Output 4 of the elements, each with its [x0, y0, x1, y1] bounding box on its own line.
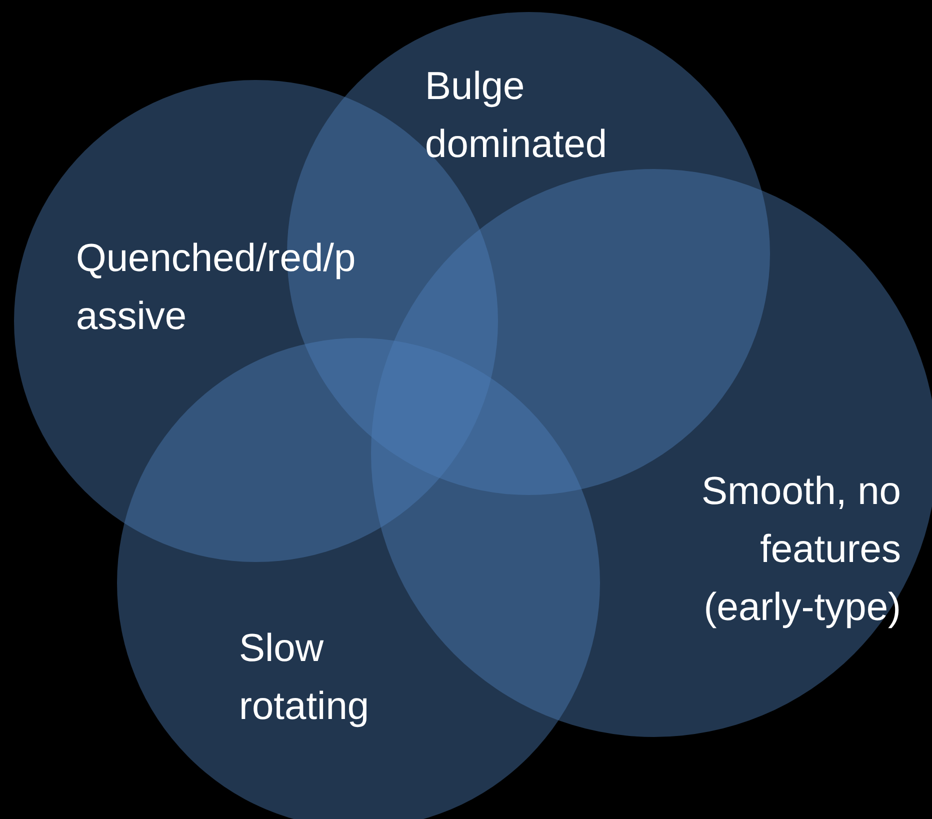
set-label: Bulge dominated — [425, 64, 608, 168]
set-label: Smooth, no features (early-type) — [700, 469, 901, 631]
set-label: Quenched/red/p assive — [76, 236, 357, 340]
set-label: Slow rotating — [239, 626, 370, 730]
